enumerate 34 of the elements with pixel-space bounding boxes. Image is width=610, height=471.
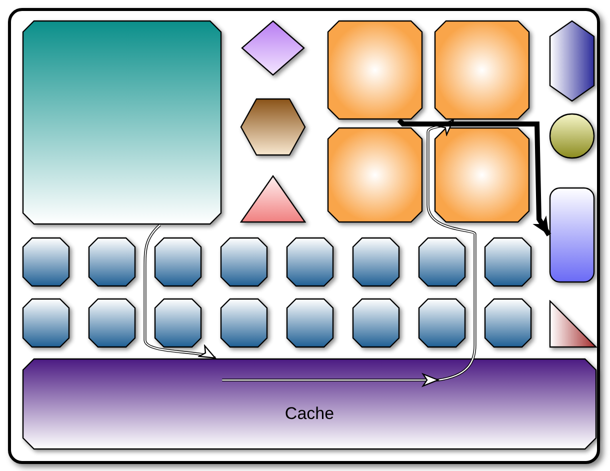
hexagon-shape (240, 98, 306, 156)
box-shape (549, 187, 595, 283)
circle-shape (549, 113, 595, 159)
box-shape (434, 127, 530, 223)
box-shape (154, 298, 202, 348)
box-shape (418, 237, 466, 287)
box-shape (327, 20, 423, 120)
triangle-shape (549, 300, 597, 348)
box-shape (352, 298, 400, 348)
box-shape (22, 237, 70, 287)
box-shape (88, 237, 136, 287)
arrow (144, 224, 216, 360)
box-shape (88, 298, 136, 348)
box-shape (418, 298, 466, 348)
box-shape (352, 237, 400, 287)
box-shape (434, 20, 530, 120)
diamond-shape (241, 20, 305, 76)
cache-panel (22, 358, 597, 450)
box-shape (286, 298, 334, 348)
box-shape (327, 127, 423, 223)
box-shape (22, 298, 70, 348)
hexagon-shape (549, 20, 595, 102)
box-shape (220, 298, 268, 348)
box-shape (484, 237, 532, 287)
box-shape (484, 298, 532, 348)
arrow (397, 118, 552, 236)
box-shape (22, 20, 222, 225)
triangle-shape (240, 175, 306, 223)
cache-label: Cache (284, 403, 334, 426)
box-shape (220, 237, 268, 287)
outer-frame (8, 8, 600, 464)
box-shape (154, 237, 202, 287)
box-shape (286, 237, 334, 287)
arrow (222, 118, 476, 388)
